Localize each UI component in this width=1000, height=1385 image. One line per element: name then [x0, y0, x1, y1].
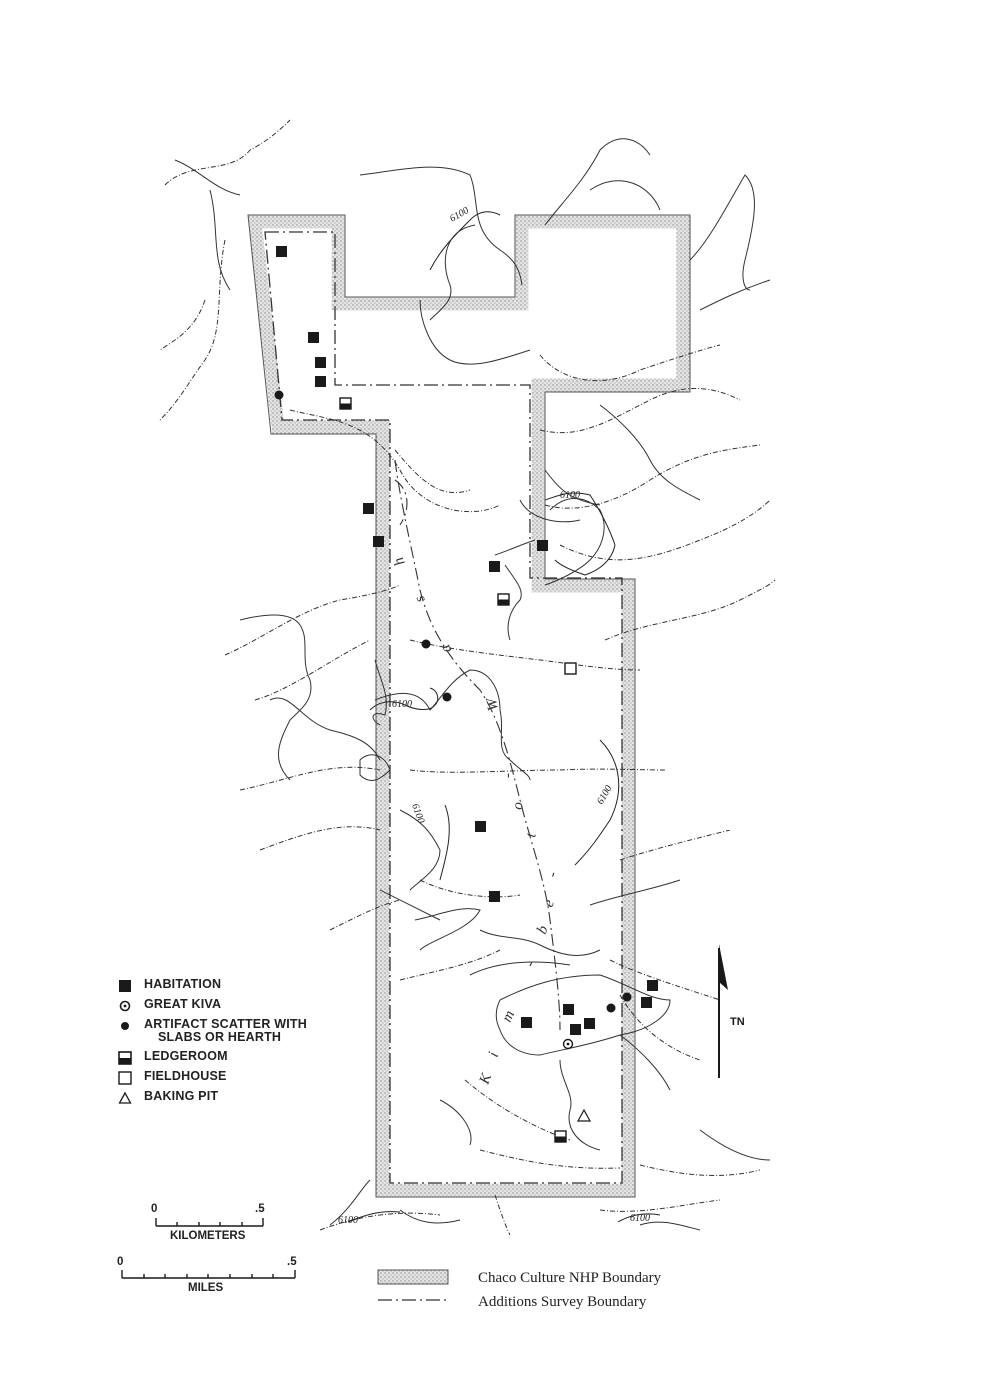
wash-name-letter: s — [412, 593, 429, 605]
legend-label-artifact-scatter-line1: ARTIFACT SCATTER WITH — [144, 1017, 307, 1031]
habitation-site — [363, 503, 374, 514]
artifact-scatter-sites — [274, 390, 632, 1013]
boundary-legend-park-label: Chaco Culture NHP Boundary — [478, 1269, 662, 1286]
habitation-site — [489, 561, 500, 572]
habitation-site — [373, 536, 384, 547]
north-arrow-label: TN — [730, 1016, 745, 1028]
habitation-site — [308, 332, 319, 343]
boundary-legend-park: Chaco Culture NHP Boundary — [450, 1266, 661, 1290]
habitation-site — [570, 1024, 581, 1035]
habitation-site — [315, 357, 326, 368]
wash-name-letter: - — [500, 773, 516, 778]
legend-label-artifact-scatter: ARTIFACT SCATTER WITH SLABS OR HEARTH — [144, 1018, 307, 1044]
legend-item-ledgeroom: LEDGEROOM — [118, 1049, 338, 1065]
boundary-legend-survey-label: Additions Survey Boundary — [478, 1293, 647, 1310]
survey-boundary — [264, 231, 623, 1184]
habitation-symbol-icon — [119, 980, 131, 992]
contour-label-north: 6100 — [448, 205, 471, 225]
habitation-site — [537, 540, 548, 551]
wash-name-letter: W — [484, 696, 502, 713]
habitation-site — [647, 980, 658, 991]
legend-label-artifact-scatter-line2: SLABS OR HEARTH — [158, 1030, 282, 1044]
ledgeroom-site — [339, 397, 352, 410]
contour-label-west: 6100 — [392, 699, 412, 710]
habitation-site — [276, 246, 287, 257]
boundary-legend-swatches — [377, 1269, 449, 1301]
wash-name-letter: h — [391, 555, 409, 569]
habitation-site — [315, 376, 326, 387]
fieldhouse-site — [564, 662, 577, 675]
legend-label-baking-pit: BAKING PIT — [144, 1089, 219, 1103]
map-legend: HABITATION GREAT KIVA ARTIFACT SCATTER W… — [118, 978, 338, 1110]
legend-label-great-kiva: GREAT KIVA — [144, 997, 222, 1011]
wash-name-letter: o — [510, 801, 527, 810]
contour-label-center: 6100 — [409, 802, 426, 825]
contour-label-southeast: 6100 — [630, 1213, 650, 1224]
habitation-site — [489, 891, 500, 902]
sites — [274, 246, 658, 1143]
baking-pit-symbol-icon — [118, 1091, 132, 1104]
scale-km-max: .5 — [255, 1203, 265, 1215]
scale-bar-mi — [121, 1270, 296, 1279]
fieldhouse-symbol-icon — [118, 1071, 132, 1085]
artifact-scatter-site — [442, 692, 452, 702]
legend-item-habitation: HABITATION — [118, 978, 338, 992]
boundary-legend-survey: Additions Survey Boundary — [450, 1290, 661, 1314]
artifact-scatter-site — [606, 1003, 616, 1013]
scale-bar-km — [155, 1218, 264, 1227]
habitation-site — [521, 1017, 532, 1028]
legend-label-ledgeroom: LEDGEROOM — [144, 1049, 228, 1063]
artifact-scatter-site — [421, 639, 431, 649]
park-boundary-swatch — [377, 1269, 449, 1285]
habitation-site — [641, 997, 652, 1008]
boundary-legend: Chaco Culture NHP Boundary Additions Sur… — [378, 1266, 661, 1314]
contour-label-southwest: 6100 — [338, 1215, 358, 1226]
kimbeto-wash-line — [394, 459, 561, 1031]
artifact-scatter-symbol-icon — [121, 1022, 129, 1030]
legend-item-fieldhouse: FIELDHOUSE — [118, 1069, 338, 1085]
contour-label-east: 6100 — [595, 784, 615, 807]
park-boundary — [247, 215, 690, 1197]
legend-item-artifact-scatter: ARTIFACT SCATTER WITH SLABS OR HEARTH — [118, 1018, 338, 1044]
contour-6100 — [347, 211, 661, 1223]
ledgeroom-sites — [339, 397, 567, 1143]
wash-name-letter: b — [534, 923, 552, 937]
wash-name-letter: K — [476, 1071, 495, 1088]
scale-mi-zero: 0 — [117, 1256, 124, 1268]
north-arrow: TN — [718, 944, 745, 1078]
great-kiva-site — [562, 1038, 574, 1050]
wash-name-letter: e — [541, 897, 558, 909]
contour-label-northeast: 6100 — [560, 490, 580, 501]
habitation-sites — [276, 246, 658, 1035]
habitation-site — [563, 1004, 574, 1015]
great-kiva-symbol-icon — [119, 1000, 131, 1012]
wash-name-letter: - — [522, 958, 539, 969]
wash-name-letter: m — [499, 1008, 518, 1025]
ledgeroom-site — [497, 593, 510, 606]
scale-km-zero: 0 — [151, 1203, 158, 1215]
legend-item-baking-pit: BAKING PIT — [118, 1090, 338, 1104]
scale-km-unit: KILOMETERS — [170, 1230, 246, 1242]
artifact-scatter-site — [622, 992, 632, 1002]
ledgeroom-site — [554, 1130, 567, 1143]
habitation-site — [475, 821, 486, 832]
baking-pit-site — [576, 1108, 592, 1122]
legend-label-habitation: HABITATION — [144, 977, 222, 991]
wash-name-letter: a — [438, 642, 456, 656]
wash-name-letter: t — [523, 831, 540, 839]
habitation-site — [584, 1018, 595, 1029]
artifact-scatter-site — [274, 390, 284, 400]
scale-mi-unit: MILES — [188, 1282, 224, 1294]
scale-mi-max: .5 — [287, 1256, 297, 1268]
wash-name-letter: i — [486, 1050, 502, 1059]
ledgeroom-symbol-icon — [118, 1051, 132, 1065]
legend-item-great-kiva: GREAT KIVA — [118, 998, 338, 1012]
legend-label-fieldhouse: FIELDHOUSE — [144, 1069, 227, 1083]
wash-name-letter: - — [544, 870, 561, 879]
